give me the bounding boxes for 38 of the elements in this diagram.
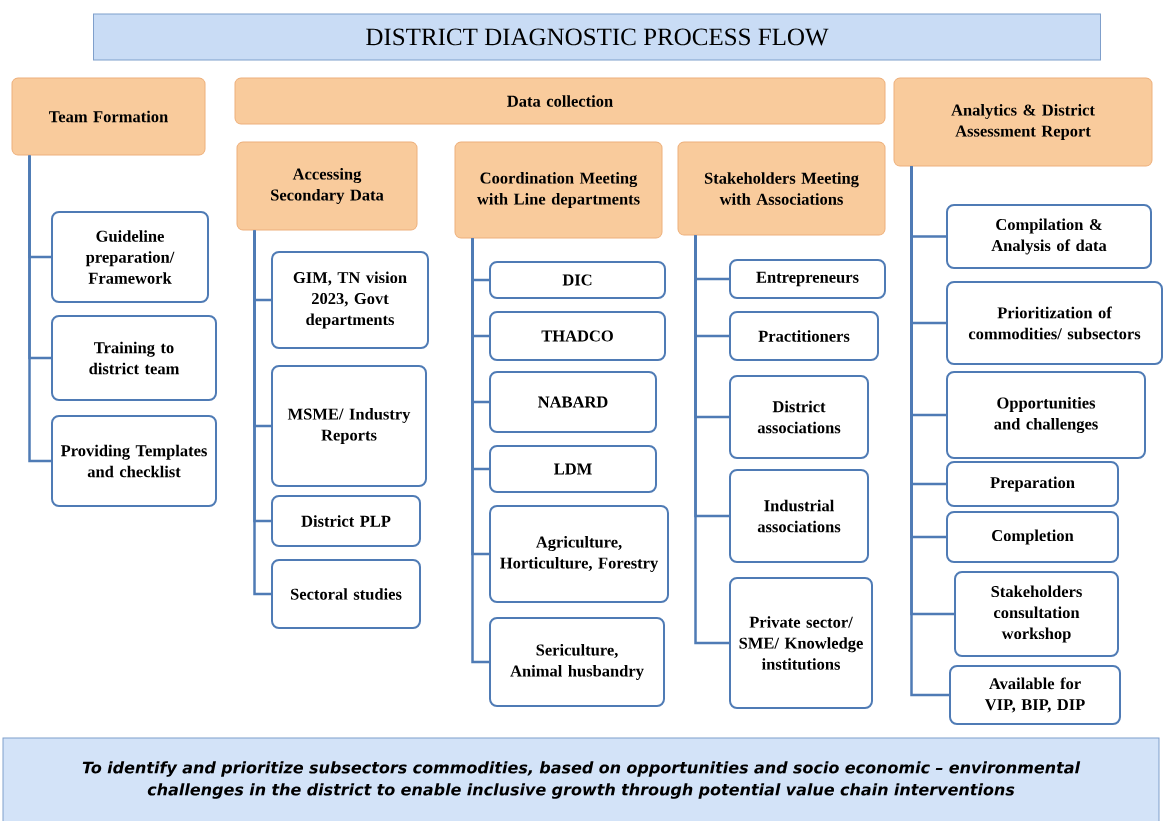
step-header-box: Accessing Secondary Data <box>236 141 418 231</box>
task-box: NABARD <box>489 371 657 433</box>
task-box: Agriculture, Horticulture, Forestry <box>489 505 669 603</box>
task-box: Training to district team <box>51 315 217 401</box>
task-box: Sectoral studies <box>271 559 421 629</box>
connector-line <box>471 238 489 664</box>
task-box: Available for VIP, BIP, DIP <box>949 665 1121 725</box>
task-box: Sericulture, Animal husbandry <box>489 617 665 707</box>
task-box: Practitioners <box>729 311 879 361</box>
task-box: GIM, TN vision 2023, Govt departments <box>271 251 429 349</box>
connector-line <box>28 155 51 463</box>
task-box: District associations <box>729 375 869 459</box>
task-box: Stakeholders consultation workshop <box>954 571 1119 657</box>
task-box: Completion <box>946 511 1119 563</box>
task-box: Providing Templates and checklist <box>51 415 217 507</box>
connector-line <box>694 235 729 645</box>
task-box: Prioritization of commodities/ subsectors <box>946 281 1163 365</box>
task-box: Guideline preparation/ Framework <box>51 211 209 303</box>
caption-banner: To identify and prioritize subsectors commodities, based on opportunities and socio economic – environmental challenges in the district to enable inclusive growth through potential value chain interventions <box>2 737 1160 821</box>
task-box: MSME/ Industry Reports <box>271 365 427 487</box>
task-box: THADCO <box>489 311 666 361</box>
step-header-box: Coordination Meeting with Line departments <box>454 141 663 239</box>
step-header-box: Analytics & District Assessment Report <box>893 77 1153 167</box>
step-header-box: Team Formation <box>11 77 206 156</box>
task-box: DIC <box>489 261 666 299</box>
step-header-box: Stakeholders Meeting with Associations <box>677 141 886 236</box>
task-box: Opportunities and challenges <box>946 371 1146 459</box>
connector-line <box>253 230 271 596</box>
task-box: Entrepreneurs <box>729 259 886 299</box>
task-box: LDM <box>489 445 657 493</box>
title-banner: DISTRICT DIAGNOSTIC PROCESS FLOW <box>93 13 1101 61</box>
task-box: District PLP <box>271 495 421 547</box>
step-header-box: Data collection <box>234 77 886 125</box>
task-box: Preparation <box>946 461 1119 507</box>
task-box: Industrial associations <box>729 469 869 563</box>
task-box: Private sector/ SME/ Knowledge institutions <box>729 577 873 709</box>
connector-line <box>910 166 949 697</box>
task-box: Compilation & Analysis of data <box>946 204 1152 269</box>
